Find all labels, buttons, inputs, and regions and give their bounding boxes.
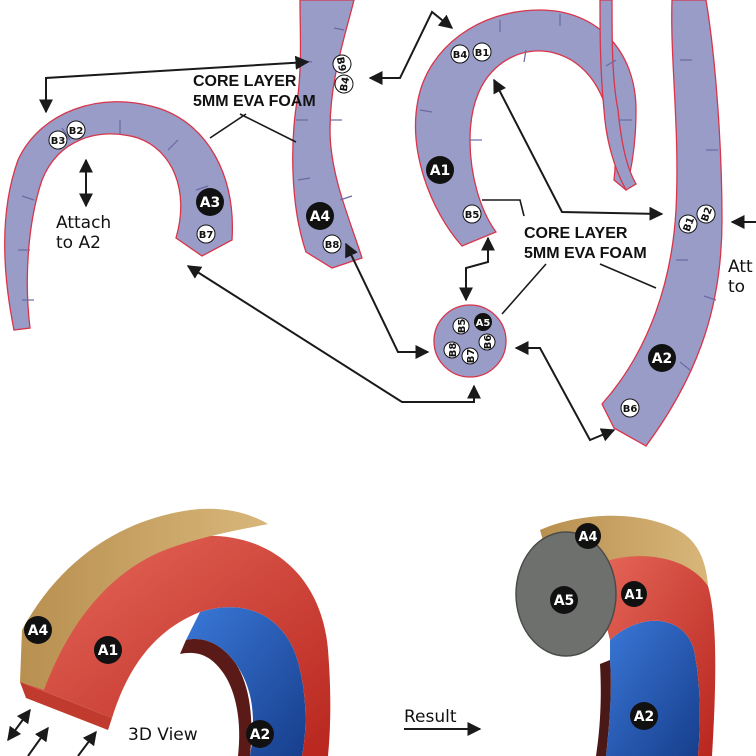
svg-text:B4: B4 [339, 76, 352, 92]
attach-label: Attach to A2 [56, 213, 111, 253]
pin-b4-a4: B4 [334, 74, 354, 94]
svg-text:B2: B2 [69, 126, 84, 137]
3d-view-label: 3D View [128, 725, 198, 745]
3d-view-model: A4 A1 A2 [7, 508, 331, 756]
svg-text:A4: A4 [28, 623, 49, 639]
pin-b9: B9 [332, 54, 352, 74]
pin-b1-a2: B1 [678, 214, 698, 234]
pin-b5-a1: B5 [462, 204, 482, 224]
3d-badge-a2: A2 [246, 720, 274, 748]
svg-text:A1: A1 [624, 588, 643, 603]
pin-b2-a2: B2 [696, 204, 716, 224]
result-layer-blue [606, 620, 700, 756]
result-badge-a2: A2 [630, 702, 658, 730]
svg-text:A5: A5 [476, 318, 491, 329]
core-label-left: CORE LAYER 5MM EVA FOAM [193, 73, 316, 110]
svg-text:B4: B4 [453, 50, 468, 61]
result-layer-red [590, 548, 716, 756]
svg-text:B6: B6 [483, 335, 494, 350]
svg-text:5MM EVA FOAM: 5MM EVA FOAM [524, 245, 647, 262]
3d-layer-blue [186, 607, 306, 756]
svg-text:A4: A4 [578, 530, 597, 545]
core-label-right: CORE LAYER 5MM EVA FOAM [524, 225, 647, 262]
svg-text:Att: Att [728, 257, 753, 277]
pin-b2: B2 [66, 120, 86, 140]
3d-badge-a1: A1 [94, 636, 122, 664]
svg-text:B7: B7 [466, 349, 477, 364]
svg-text:B5: B5 [465, 210, 480, 221]
result-inner-shadow [596, 660, 611, 756]
piece-a2 [601, 0, 723, 447]
attach-label-right: Att to [728, 257, 753, 297]
3d-badge-a4: A4 [24, 616, 52, 644]
leader-lines [209, 113, 657, 315]
svg-text:B8: B8 [325, 240, 340, 251]
badge-a2: A2 [648, 344, 676, 372]
pin-b4-a1: B4 [450, 44, 470, 64]
svg-text:A4: A4 [310, 209, 331, 225]
svg-text:B9: B9 [334, 56, 347, 72]
badge-a3: A3 [196, 188, 224, 216]
svg-text:B7: B7 [199, 230, 214, 241]
assembly-arrows [39, 10, 756, 442]
svg-text:B1: B1 [475, 48, 490, 59]
arrow-a4-to-a1 [368, 10, 454, 85]
svg-text:A5: A5 [554, 593, 575, 609]
svg-text:A2: A2 [634, 709, 655, 725]
pin-b3: B3 [48, 130, 68, 150]
svg-text:B8: B8 [448, 343, 459, 358]
svg-text:A2: A2 [652, 351, 673, 367]
3d-layer-tan [20, 508, 268, 690]
badge-a1: A1 [426, 156, 454, 184]
svg-text:B2: B2 [700, 206, 715, 224]
arrow-a1-to-a2 [493, 78, 664, 221]
3d-inner-shadow [180, 639, 252, 756]
piece-a3 [4, 101, 234, 331]
pin-b8-a5: B8 [443, 341, 461, 359]
pin-b8-a4: B8 [322, 234, 342, 254]
pin-b1-a1: B1 [472, 42, 492, 62]
3d-arrows [7, 708, 97, 756]
svg-text:to A2: to A2 [56, 233, 101, 253]
svg-text:CORE LAYER: CORE LAYER [524, 225, 628, 242]
pin-b5-a5: B5 [452, 317, 470, 335]
arrow-a3-to-a4 [39, 55, 310, 114]
result-badge-a4: A4 [575, 523, 601, 549]
arrow-a5-to-a2 [514, 341, 616, 442]
3d-end-face [20, 682, 112, 730]
badge-a4: A4 [306, 202, 334, 230]
svg-text:to: to [728, 277, 745, 297]
svg-text:B1: B1 [682, 216, 697, 234]
badge-a5: A5 [474, 313, 492, 331]
result-model: A4 A5 A1 A2 [515, 515, 716, 756]
arrow-a4-to-a5 [345, 242, 430, 359]
svg-text:A3: A3 [200, 195, 221, 211]
pin-b7-a3: B7 [196, 224, 216, 244]
result-badge-a5: A5 [550, 586, 578, 614]
svg-text:B6: B6 [623, 404, 638, 415]
svg-text:A1: A1 [430, 163, 451, 179]
svg-text:A2: A2 [250, 727, 271, 743]
result-badge-a1: A1 [621, 581, 647, 607]
result-label: Result [404, 707, 457, 727]
pin-b6-a2: B6 [620, 398, 640, 418]
piece-badges: A3 A4 A1 A2 A5 [196, 156, 676, 372]
svg-text:A1: A1 [98, 643, 119, 659]
svg-text:B5: B5 [457, 319, 468, 334]
pin-b6-a5: B6 [478, 333, 496, 351]
svg-text:CORE LAYER: CORE LAYER [193, 73, 297, 90]
svg-text:B3: B3 [51, 136, 66, 147]
arrow-a1-to-a5 [459, 236, 495, 302]
svg-text:Attach: Attach [56, 213, 111, 233]
svg-text:5MM EVA FOAM: 5MM EVA FOAM [193, 93, 316, 110]
pin-b7-a5: B7 [461, 347, 479, 365]
arrow-a3-to-a5 [186, 265, 481, 403]
pattern-pieces [4, 0, 723, 447]
